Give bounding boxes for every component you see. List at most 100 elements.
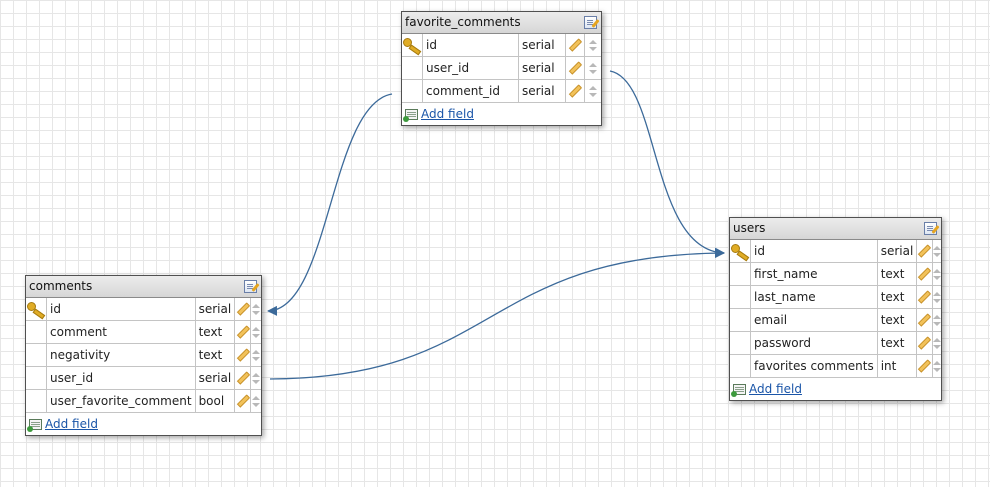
sort-cell[interactable]: [250, 389, 261, 413]
reorder-arrows-icon[interactable]: [932, 360, 941, 373]
edit-cell[interactable]: [565, 56, 585, 80]
edit-table-icon[interactable]: [584, 16, 597, 29]
sort-cell[interactable]: [932, 240, 941, 263]
sort-cell[interactable]: [932, 354, 941, 378]
pencil-icon[interactable]: [917, 336, 931, 350]
reorder-arrows-icon[interactable]: [932, 337, 941, 350]
table-row[interactable]: comment_id serial: [402, 79, 601, 103]
column-list: id serial user_id serial comment_id seri…: [402, 34, 601, 103]
edit-table-icon[interactable]: [244, 280, 257, 293]
table-row[interactable]: negativity text: [26, 343, 261, 367]
add-field-link[interactable]: Add field: [749, 382, 802, 396]
key-cell: [730, 308, 751, 332]
table-row[interactable]: email text: [730, 308, 941, 332]
table-favorite-comments[interactable]: favorite_comments id serial user_id seri…: [401, 11, 602, 126]
column-type: text: [195, 343, 236, 367]
key-cell: [730, 354, 751, 378]
relation-favorite-comment-id-to-comments-id[interactable]: [267, 93, 393, 316]
table-header[interactable]: comments: [26, 276, 261, 298]
sort-cell[interactable]: [932, 285, 941, 309]
primary-key-icon: [730, 243, 750, 259]
table-row[interactable]: comment text: [26, 320, 261, 344]
pencil-icon[interactable]: [236, 325, 250, 339]
pencil-icon[interactable]: [917, 313, 931, 327]
sort-cell[interactable]: [584, 56, 601, 80]
column-list: id serial comment text negativity text u…: [26, 298, 261, 413]
reorder-arrows-icon[interactable]: [932, 314, 941, 327]
reorder-arrows-icon[interactable]: [252, 349, 261, 362]
pencil-icon[interactable]: [917, 290, 931, 304]
table-row[interactable]: id serial: [26, 298, 261, 321]
column-type: serial: [195, 298, 236, 321]
edit-table-icon[interactable]: [924, 222, 937, 235]
pencil-icon[interactable]: [917, 244, 931, 258]
edit-cell[interactable]: [916, 354, 933, 378]
sort-cell[interactable]: [584, 34, 601, 57]
table-title: comments: [29, 279, 93, 293]
table-row[interactable]: last_name text: [730, 285, 941, 309]
relation-favorite-user-id-to-users-id[interactable]: [609, 70, 725, 258]
table-row[interactable]: favorites comments int: [730, 354, 941, 378]
pencil-icon[interactable]: [236, 302, 250, 316]
table-header[interactable]: favorite_comments: [402, 12, 601, 34]
edit-cell[interactable]: [916, 262, 933, 286]
edit-cell[interactable]: [916, 308, 933, 332]
reorder-arrows-icon[interactable]: [932, 268, 941, 281]
key-cell: [730, 262, 751, 286]
edit-cell[interactable]: [916, 331, 933, 355]
table-users[interactable]: users id serial first_name text last_nam…: [729, 217, 942, 401]
reorder-arrows-icon[interactable]: [589, 85, 597, 98]
add-field-icon[interactable]: [403, 108, 418, 122]
pencil-icon[interactable]: [568, 84, 582, 98]
edit-cell[interactable]: [234, 343, 252, 367]
pencil-icon[interactable]: [236, 348, 250, 362]
table-header[interactable]: users: [730, 218, 941, 240]
edit-cell[interactable]: [234, 298, 252, 321]
edit-cell[interactable]: [565, 79, 585, 103]
relation-comments-user-id-to-users-id[interactable]: [269, 248, 725, 380]
table-row[interactable]: user_id serial: [26, 366, 261, 390]
pencil-icon[interactable]: [917, 267, 931, 281]
add-field-icon[interactable]: [731, 383, 746, 397]
pencil-icon[interactable]: [568, 38, 582, 52]
reorder-arrows-icon[interactable]: [932, 291, 941, 304]
sort-cell[interactable]: [584, 79, 601, 103]
edit-cell[interactable]: [916, 285, 933, 309]
edit-cell[interactable]: [234, 366, 252, 390]
sort-cell[interactable]: [250, 298, 261, 321]
table-row[interactable]: password text: [730, 331, 941, 355]
pencil-icon[interactable]: [917, 359, 931, 373]
pencil-icon[interactable]: [568, 61, 582, 75]
edit-cell[interactable]: [234, 320, 252, 344]
add-field-link[interactable]: Add field: [45, 417, 98, 431]
reorder-arrows-icon[interactable]: [589, 62, 597, 75]
pencil-icon[interactable]: [236, 394, 250, 408]
reorder-arrows-icon[interactable]: [589, 39, 597, 52]
reorder-arrows-icon[interactable]: [252, 372, 261, 385]
table-row[interactable]: first_name text: [730, 262, 941, 286]
reorder-arrows-icon[interactable]: [252, 326, 261, 339]
sort-cell[interactable]: [250, 320, 261, 344]
sort-cell[interactable]: [932, 331, 941, 355]
column-name: id: [46, 298, 196, 321]
table-row[interactable]: user_id serial: [402, 56, 601, 80]
reorder-arrows-icon[interactable]: [252, 395, 261, 408]
add-field-link[interactable]: Add field: [421, 107, 474, 121]
edit-cell[interactable]: [234, 389, 252, 413]
add-field-icon[interactable]: [27, 418, 42, 432]
sort-cell[interactable]: [250, 343, 261, 367]
table-row[interactable]: id serial: [402, 34, 601, 57]
column-type: bool: [195, 389, 236, 413]
table-row[interactable]: id serial: [730, 240, 941, 263]
pencil-icon[interactable]: [236, 371, 250, 385]
table-row[interactable]: user_favorite_comment bool: [26, 389, 261, 413]
edit-cell[interactable]: [565, 34, 585, 57]
sort-cell[interactable]: [932, 262, 941, 286]
column-name: id: [422, 34, 520, 57]
table-comments[interactable]: comments id serial comment text negativi…: [25, 275, 262, 436]
sort-cell[interactable]: [250, 366, 261, 390]
reorder-arrows-icon[interactable]: [932, 245, 941, 258]
reorder-arrows-icon[interactable]: [252, 303, 261, 316]
sort-cell[interactable]: [932, 308, 941, 332]
edit-cell[interactable]: [916, 240, 933, 263]
